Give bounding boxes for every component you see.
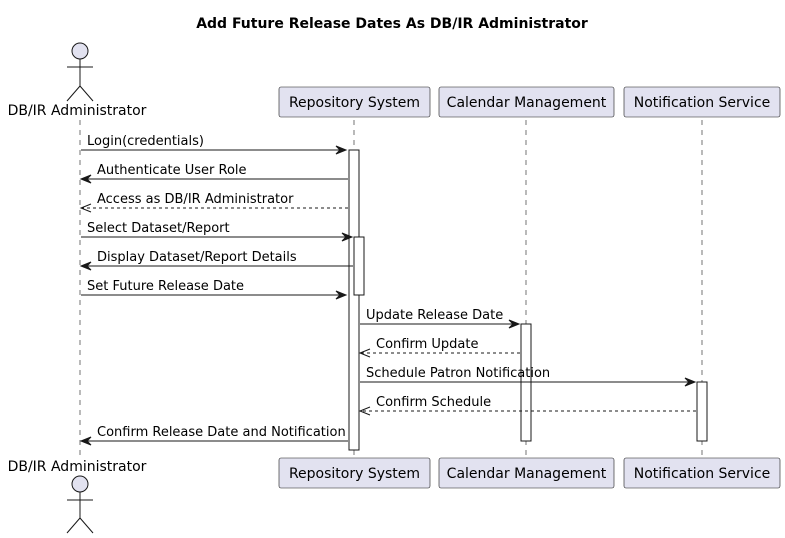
message-display-dataset-details: Display Dataset/Report Details <box>79 250 353 271</box>
participant-notification-service-bottom: Notification Service <box>623 457 781 489</box>
message-label: Authenticate User Role <box>97 163 247 178</box>
message-label: Confirm Update <box>376 337 478 352</box>
arrowhead-left-icon <box>79 261 92 271</box>
actor-admin-label-top: DB/IR Administrator <box>8 103 147 119</box>
message-label: Access as DB/IR Administrator <box>97 192 294 207</box>
message-label: Schedule Patron Notification <box>366 366 550 381</box>
message-set-future-release-date: Set Future Release Date <box>81 279 348 300</box>
arrowhead-right-icon <box>335 145 348 155</box>
message-confirm-schedule: Confirm Schedule <box>358 395 696 416</box>
arrowhead-right-icon <box>341 232 354 242</box>
participant-repository-system-bottom: Repository System <box>278 457 431 489</box>
arrowhead-right-icon <box>684 377 697 387</box>
message-label: Set Future Release Date <box>87 279 244 294</box>
participant-notification-service-label: Notification Service <box>634 95 771 111</box>
arrowhead-right-icon <box>508 319 521 329</box>
participant-calendar-management-top: Calendar Management <box>438 86 615 118</box>
actor-admin-top: DB/IR Administrator <box>8 42 147 119</box>
participant-repository-system-label: Repository System <box>289 95 420 111</box>
participant-repository-system-top: Repository System <box>278 86 431 118</box>
activation-repository-main <box>348 149 360 451</box>
message-update-release-date: Update Release Date <box>360 308 521 329</box>
message-label: Select Dataset/Report <box>87 221 230 236</box>
message-label: Display Dataset/Report Details <box>97 250 297 265</box>
actor-admin-bottom: DB/IR Administrator <box>8 459 147 534</box>
arrowhead-left-icon <box>79 174 92 184</box>
participant-notification-service-top: Notification Service <box>623 86 781 118</box>
message-login: Login(credentials) <box>81 134 348 155</box>
arrowhead-left-icon <box>79 436 92 446</box>
message-select-dataset: Select Dataset/Report <box>81 221 354 242</box>
message-schedule-patron-notification: Schedule Patron Notification <box>360 366 697 387</box>
activation-repository-nested <box>353 236 365 296</box>
participant-notification-service-label: Notification Service <box>634 466 771 482</box>
participant-calendar-management-label: Calendar Management <box>447 95 607 111</box>
message-confirm-release-and-notification: Confirm Release Date and Notification <box>79 425 348 446</box>
actor-head-icon <box>71 42 89 60</box>
arrowhead-open-left-icon <box>79 203 92 213</box>
message-label: Confirm Schedule <box>376 395 491 410</box>
message-label: Update Release Date <box>366 308 503 323</box>
diagram-title: Add Future Release Dates As DB/IR Admini… <box>196 16 588 32</box>
message-authenticate-user-role: Authenticate User Role <box>79 163 348 184</box>
message-confirm-update: Confirm Update <box>358 337 520 358</box>
actor-head-icon <box>71 475 89 493</box>
arrowhead-open-left-icon <box>358 406 371 416</box>
activation-notification-service <box>696 381 708 442</box>
participant-calendar-management-bottom: Calendar Management <box>438 457 615 489</box>
message-access-as-admin: Access as DB/IR Administrator <box>79 192 348 213</box>
message-label: Confirm Release Date and Notification <box>97 425 346 440</box>
participant-repository-system-label: Repository System <box>289 466 420 482</box>
participant-calendar-management-label: Calendar Management <box>447 466 607 482</box>
arrowhead-open-left-icon <box>358 348 371 358</box>
arrowhead-right-icon <box>335 290 348 300</box>
message-label: Login(credentials) <box>87 134 204 149</box>
actor-admin-label-bottom: DB/IR Administrator <box>8 459 147 475</box>
